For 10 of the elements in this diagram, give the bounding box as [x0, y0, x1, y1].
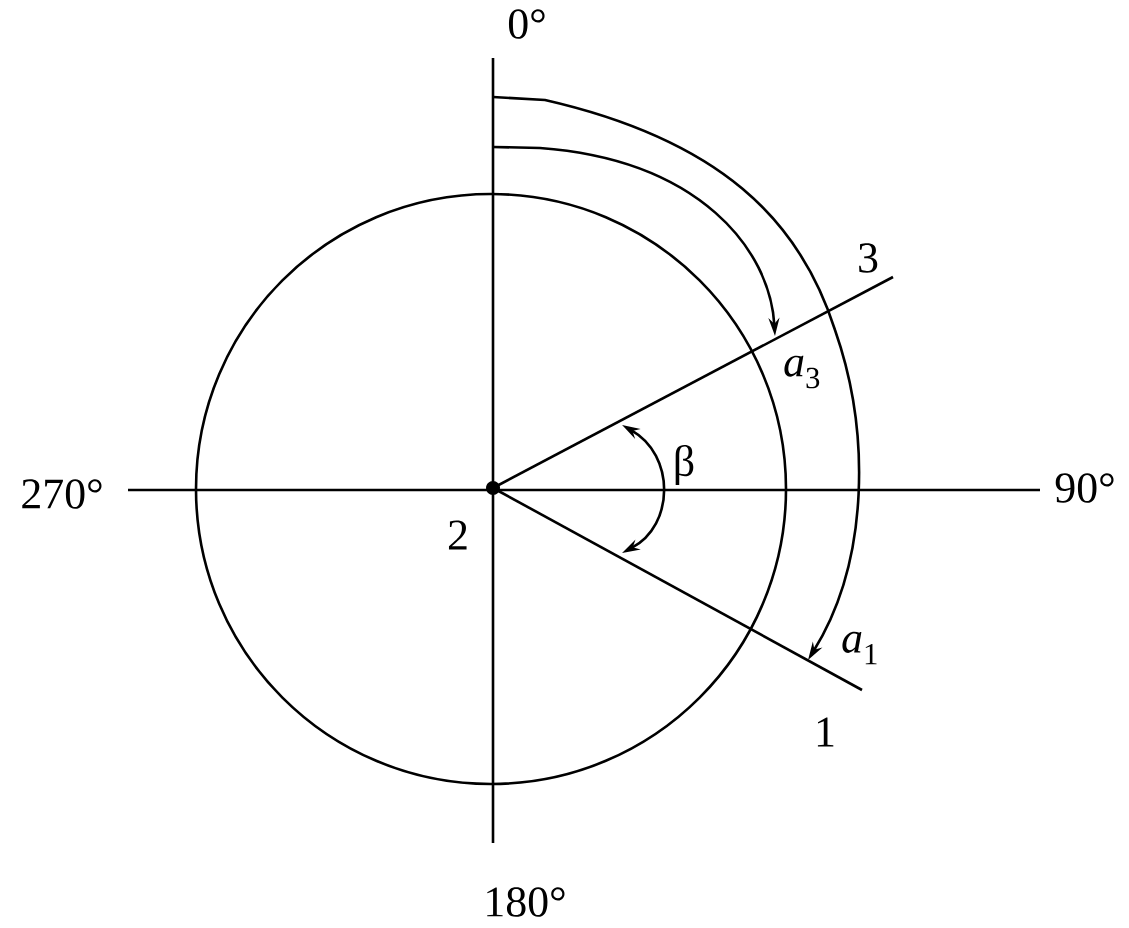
- point-number: 2: [448, 520, 467, 550]
- angle-label: 270°: [22, 479, 102, 509]
- line-number: 3: [859, 243, 878, 273]
- angle-label: β: [675, 444, 694, 486]
- angle-label: 0°: [508, 9, 545, 39]
- line-number: 1: [817, 717, 834, 747]
- angle-label: a$_{3}$: [784, 355, 820, 389]
- angle-label: 180°: [487, 887, 565, 917]
- angle-label: 90°: [1055, 473, 1114, 503]
- angle-label: a$_{1}$: [842, 631, 877, 665]
